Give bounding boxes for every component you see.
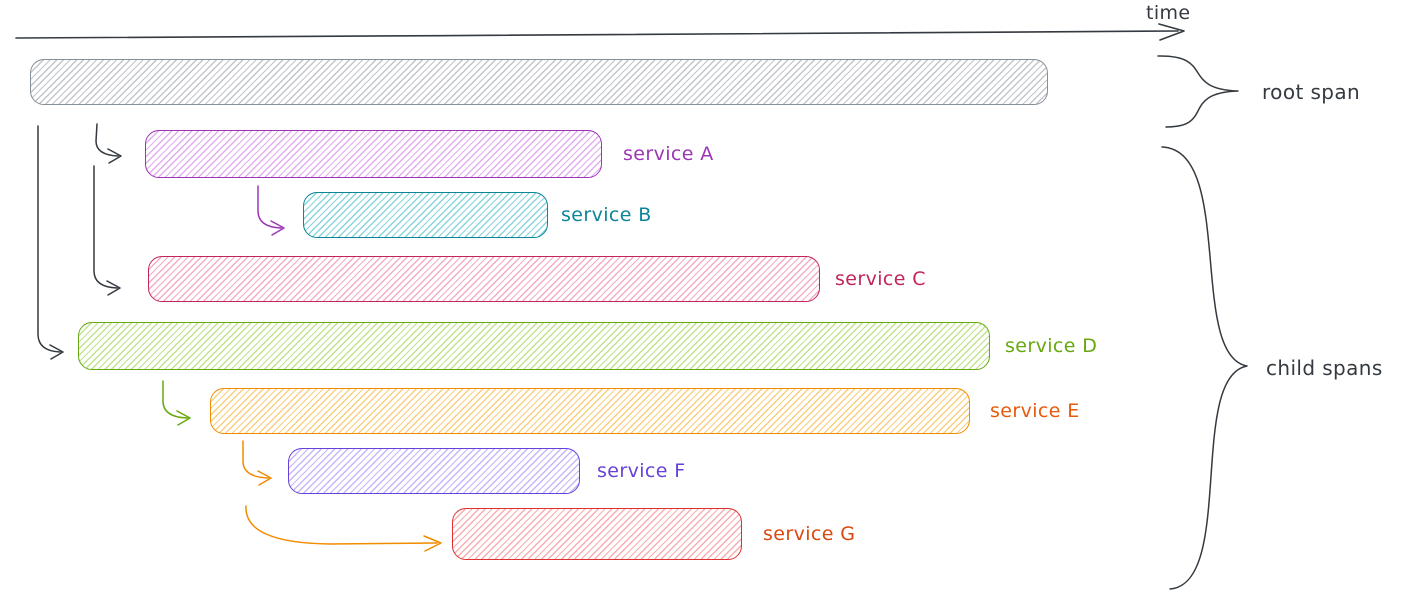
span-bar-service-f: [288, 448, 580, 494]
span-label-service-c: service C: [835, 268, 926, 290]
span-label-service-g: service G: [763, 523, 856, 545]
arrow-service-d-to-e: [162, 380, 191, 426]
arrow-root-to-service-c: [93, 165, 121, 296]
time-axis-label: time: [1146, 2, 1191, 24]
span-bar-service-a: [145, 130, 602, 178]
arrow-service-e-to-g: [245, 505, 442, 552]
span-label-service-f: service F: [597, 460, 686, 482]
arrow-root-to-service-d: [37, 125, 64, 360]
span-label-service-e: service E: [990, 400, 1080, 422]
brace-child-spans: [1161, 146, 1248, 590]
span-bar-root: [30, 59, 1048, 105]
time-axis-arrow: [15, 23, 1185, 41]
span-label-service-d: service D: [1005, 335, 1098, 357]
span-bar-service-c: [148, 256, 820, 302]
root-span-label: root span: [1262, 80, 1361, 104]
span-label-service-b: service B: [561, 204, 652, 226]
span-label-service-a: service A: [623, 143, 714, 165]
child-spans-label: child spans: [1266, 356, 1383, 380]
brace-root-span: [1157, 55, 1239, 128]
span-bar-service-g: [452, 508, 742, 560]
arrow-service-e-to-f: [242, 440, 272, 486]
span-bar-service-e: [210, 388, 970, 434]
arrow-root-to-service-a: [95, 123, 122, 164]
arrow-service-a-to-b: [257, 185, 285, 236]
span-bar-service-d: [78, 322, 990, 370]
span-bar-service-b: [303, 192, 548, 238]
